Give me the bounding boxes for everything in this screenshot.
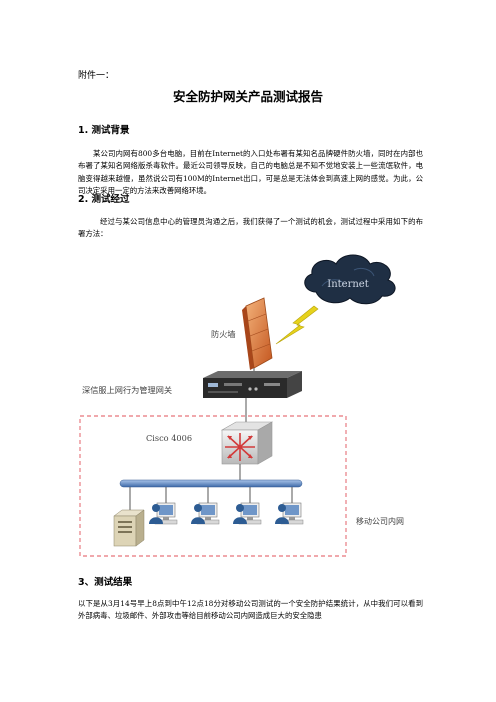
workstation-icon <box>149 502 178 525</box>
section-body-process: 经过与某公司信息中心的管理员沟通之后，我们获得了一个测试的机会，测试过程中采用如… <box>78 217 423 239</box>
section-heading-process: 2. 测试经过 <box>78 194 130 205</box>
annex-label: 附件一： <box>78 71 115 81</box>
lan-label: 移动公司内网 <box>356 516 404 526</box>
document-title: 安全防护网关产品测试报告 <box>172 89 323 104</box>
switch-label: Cisco 4006 <box>146 433 192 443</box>
server-icon <box>113 509 145 547</box>
firewall-icon <box>242 297 273 370</box>
gateway-appliance-icon <box>203 371 302 398</box>
internet-cloud-icon <box>304 254 396 305</box>
section-heading-result: 3、测试结果 <box>78 577 133 588</box>
section-body-background: 某公司内网有800多台电脑，目前在Internet的入口处布署有某知名品牌硬件防… <box>78 149 423 196</box>
lan-boundary-box <box>79 415 347 557</box>
internet-label: Internet <box>327 279 368 290</box>
cisco-switch-icon <box>220 421 274 465</box>
lan-bus-bar <box>119 479 303 488</box>
lightning-link-icon <box>275 305 319 345</box>
section-body-result: 以下是从3月14号早上8点到中午12点18分对移动公司测试的一个安全防护结果统计… <box>78 599 423 621</box>
gateway-label: 深信服上网行为管理网关 <box>82 385 172 395</box>
section-heading-background: 1. 测试背景 <box>78 125 130 136</box>
firewall-label: 防火墙 <box>211 329 236 339</box>
workstation-icon <box>191 502 220 525</box>
workstation-icon <box>275 502 304 525</box>
workstation-icon <box>233 502 262 525</box>
network-diagram: Internet 防火墙 深信服上网行为管理网关 <box>79 254 404 557</box>
